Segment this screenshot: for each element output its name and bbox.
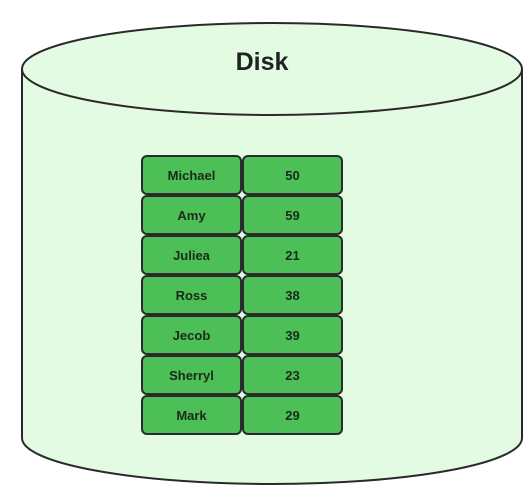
records-table: Michael 50 Amy 59 Juliea 21 Ross 38 Jeco… xyxy=(141,155,343,435)
record-value: 50 xyxy=(242,155,343,195)
record-name: Mark xyxy=(141,395,242,435)
table-row: Amy 59 xyxy=(141,195,343,235)
table-row: Sherryl 23 xyxy=(141,355,343,395)
record-name: Juliea xyxy=(141,235,242,275)
record-value: 39 xyxy=(242,315,343,355)
record-name: Michael xyxy=(141,155,242,195)
record-name: Ross xyxy=(141,275,242,315)
table-row: Ross 38 xyxy=(141,275,343,315)
disk-top xyxy=(21,22,523,116)
record-value: 29 xyxy=(242,395,343,435)
table-row: Michael 50 xyxy=(141,155,343,195)
record-name: Jecob xyxy=(141,315,242,355)
record-value: 23 xyxy=(242,355,343,395)
table-row: Mark 29 xyxy=(141,395,343,435)
table-row: Jecob 39 xyxy=(141,315,343,355)
record-value: 21 xyxy=(242,235,343,275)
record-name: Sherryl xyxy=(141,355,242,395)
record-value: 59 xyxy=(242,195,343,235)
record-name: Amy xyxy=(141,195,242,235)
disk-title: Disk xyxy=(236,48,289,76)
record-value: 38 xyxy=(242,275,343,315)
table-row: Juliea 21 xyxy=(141,235,343,275)
